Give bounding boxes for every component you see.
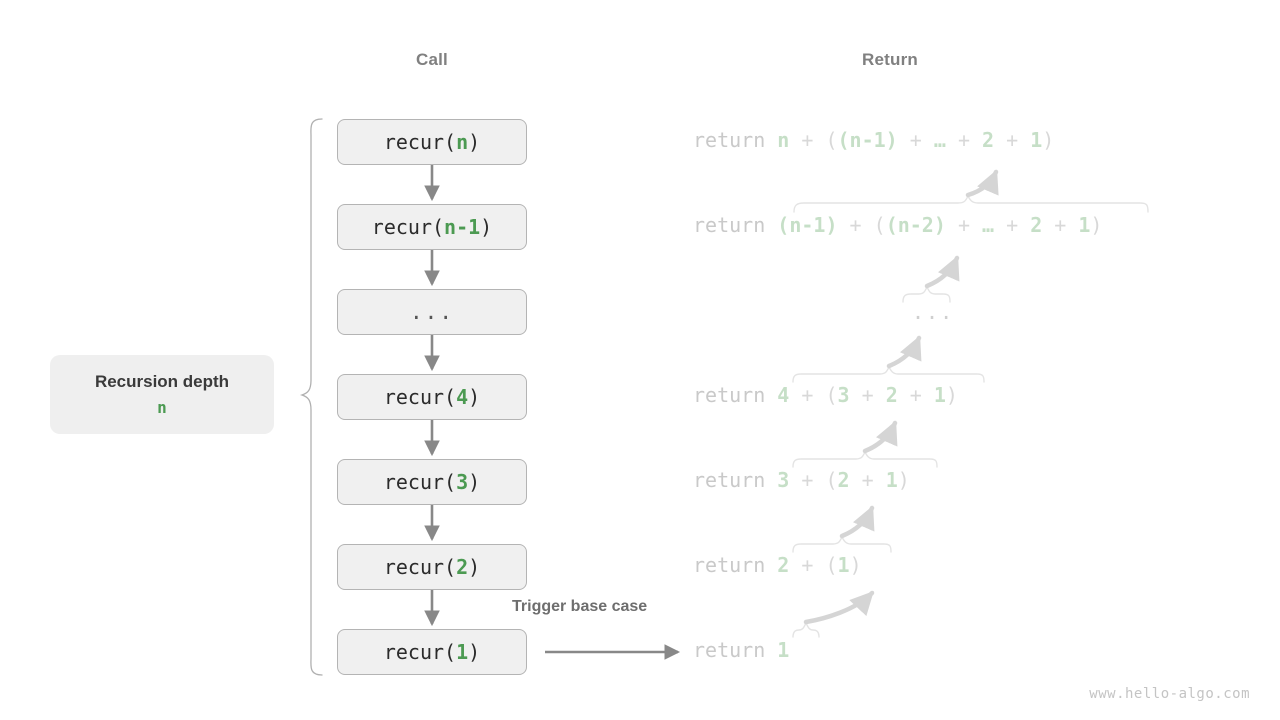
call-argument: 3 [456, 470, 469, 494]
return-keyword: return [693, 128, 778, 152]
call-fn-name: recur( [383, 640, 457, 664]
return-operator: ( [825, 128, 838, 152]
return-expression: (n-1) + ((n-2) + … + 2 + 1) [777, 213, 1102, 237]
return-operand: 2 [982, 128, 995, 152]
return-keyword: return [693, 383, 778, 407]
return-operator: + [789, 128, 826, 152]
return-row-n: return n + ((n-1) + … + 2 + 1) [693, 130, 1054, 150]
return-operator: + [1042, 213, 1079, 237]
call-row-n: recur(n) [337, 119, 527, 165]
call-paren-close: ) [468, 385, 481, 409]
return-operand: (n-1) [837, 128, 898, 152]
return-operand: n [777, 128, 790, 152]
call-fn-name: recur( [383, 130, 457, 154]
call-paren-close: ) [468, 470, 481, 494]
return-operator: + [837, 213, 874, 237]
return-operand: … [982, 213, 995, 237]
recursion-depth-brace [299, 118, 323, 676]
column-header-call: Call [416, 50, 448, 69]
return-operator: + [897, 383, 934, 407]
return-expression: n + ((n-1) + … + 2 + 1) [777, 128, 1054, 152]
return-operand: 1 [1078, 213, 1091, 237]
return-operand: 2 [885, 383, 898, 407]
recursion-depth-box: Recursion depth n [50, 355, 274, 434]
return-keyword: return [693, 553, 778, 577]
return-row-n-1: return (n-1) + ((n-2) + … + 2 + 1) [693, 215, 1102, 235]
return-row-2: return 2 + (1) [693, 555, 862, 575]
return-row-dots: ... [912, 300, 955, 324]
return-operand: 1 [777, 638, 790, 662]
return-operator: + [789, 553, 826, 577]
call-ellipsis-text: ... [410, 300, 454, 324]
call-fn-name: recur( [371, 215, 445, 239]
return-operator: ) [1042, 128, 1055, 152]
return-keyword: return [693, 638, 778, 662]
return-operand: … [933, 128, 946, 152]
call-fn-name: recur( [383, 470, 457, 494]
return-operand: 2 [1030, 213, 1043, 237]
return-operator: ) [1090, 213, 1103, 237]
return-operator: + [945, 128, 983, 152]
return-operand: (n-2) [885, 213, 946, 237]
return-operator: + [849, 383, 886, 407]
return-keyword: return [693, 213, 778, 237]
return-operand: 3 [837, 383, 850, 407]
call-argument: n-1 [444, 215, 481, 239]
return-operator: + [945, 213, 983, 237]
return-operand: 4 [777, 383, 790, 407]
return-operator: + [994, 213, 1031, 237]
return-expression: 1 [777, 638, 789, 662]
return-operand: 1 [933, 383, 946, 407]
recursion-depth-title: Recursion depth [94, 372, 230, 391]
call-argument: n [456, 130, 469, 154]
return-row-4: return 4 + (3 + 2 + 1) [693, 385, 958, 405]
call-row-n-1: recur(n-1) [337, 204, 527, 250]
return-operator: + [849, 468, 886, 492]
call-paren-close: ) [468, 555, 481, 579]
return-operator: ) [945, 383, 958, 407]
return-row-1: return 1 [693, 640, 789, 660]
site-watermark: www.hello-algo.com [1089, 686, 1250, 702]
call-row-3: recur(3) [337, 459, 527, 505]
call-argument: 1 [456, 640, 469, 664]
trigger-base-case-label: Trigger base case [512, 598, 648, 615]
return-operator: ( [825, 468, 838, 492]
column-header-return: Return [862, 50, 918, 69]
call-row-1: recur(1) [337, 629, 527, 675]
return-row-3: return 3 + (2 + 1) [693, 470, 910, 490]
call-paren-close: ) [468, 130, 481, 154]
return-operand: 3 [777, 468, 790, 492]
return-operand: 1 [837, 553, 850, 577]
return-operand: (n-1) [777, 213, 838, 237]
call-paren-close: ) [480, 215, 493, 239]
call-argument: 2 [456, 555, 469, 579]
recursion-depth-value: n [157, 398, 167, 417]
return-operator: ) [849, 553, 862, 577]
return-keyword: return [693, 468, 778, 492]
return-operator: ( [825, 383, 838, 407]
return-operand: 2 [777, 553, 790, 577]
call-fn-name: recur( [383, 555, 457, 579]
return-expression: 4 + (3 + 2 + 1) [777, 383, 958, 407]
return-operator: + [789, 468, 826, 492]
return-expression: 2 + (1) [777, 553, 861, 577]
return-operand: 1 [885, 468, 898, 492]
return-operator: ( [825, 553, 838, 577]
return-operator: ( [873, 213, 886, 237]
call-row-2: recur(2) [337, 544, 527, 590]
call-paren-close: ) [468, 640, 481, 664]
return-operator: + [789, 383, 826, 407]
return-operator: ) [897, 468, 910, 492]
call-row-4: recur(4) [337, 374, 527, 420]
return-operator: + [897, 128, 934, 152]
call-row-dots: ... [337, 289, 527, 335]
return-operator: + [994, 128, 1031, 152]
call-fn-name: recur( [383, 385, 457, 409]
call-argument: 4 [456, 385, 469, 409]
return-operand: 1 [1030, 128, 1043, 152]
return-operand: 2 [837, 468, 850, 492]
return-expression: 3 + (2 + 1) [777, 468, 909, 492]
